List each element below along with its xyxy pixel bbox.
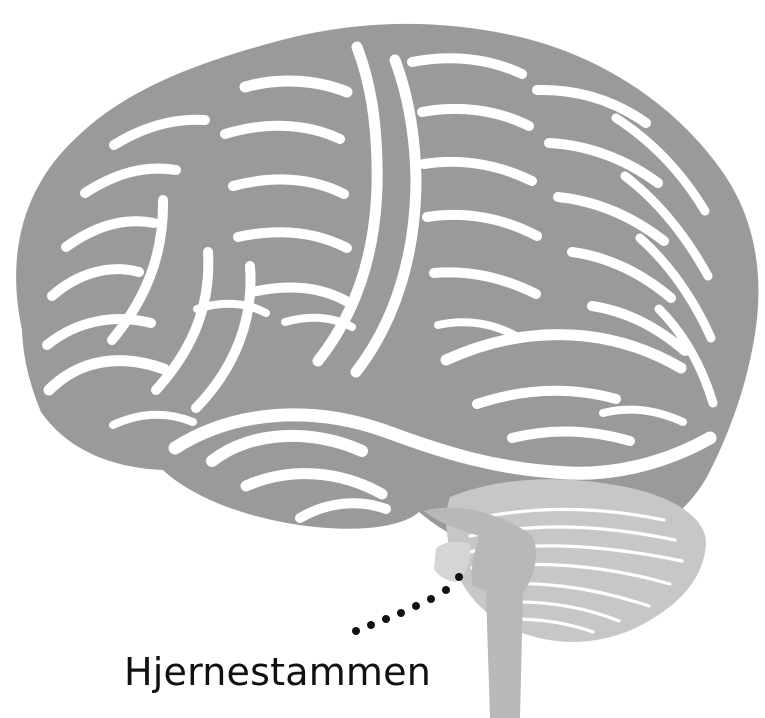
brainstem-pointer: [352, 573, 463, 635]
cerebrum: [16, 24, 758, 557]
brainstem: [424, 508, 536, 718]
pointer-dot: [442, 586, 450, 594]
pointer-dot: [455, 573, 463, 581]
brainstem-label: Hjernestammen: [124, 653, 431, 691]
pointer-dot: [397, 609, 405, 617]
pointer-dot: [427, 595, 435, 603]
pointer-dot: [367, 621, 375, 629]
pointer-dot: [382, 615, 390, 623]
pointer-dot: [352, 627, 360, 635]
pointer-dot: [412, 602, 420, 610]
